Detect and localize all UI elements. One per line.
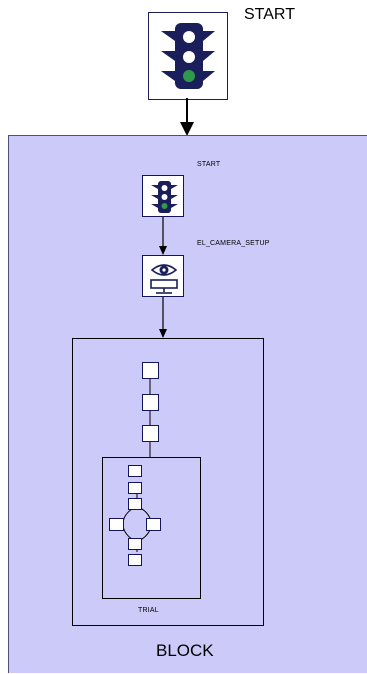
trial-node[interactable] — [128, 482, 142, 494]
trial-node[interactable] — [128, 465, 142, 477]
trial-inner-frame[interactable] — [102, 457, 201, 599]
camera-setup-label: EL_CAMERA_SETUP — [197, 240, 270, 247]
connector-arrow — [159, 217, 167, 255]
eye-camera-icon — [150, 264, 178, 294]
connector-arrow — [159, 297, 167, 338]
trial-step-node[interactable] — [142, 394, 159, 411]
trial-label: TRIAL — [138, 607, 159, 614]
block-start-label: START — [197, 161, 221, 168]
trial-step-connectors — [149, 379, 151, 457]
trial-outer-frame[interactable]: TRIAL — [72, 338, 264, 626]
block-start-node[interactable] — [142, 175, 184, 217]
trial-node[interactable] — [109, 518, 124, 531]
trial-node[interactable] — [128, 538, 142, 550]
camera-setup-node[interactable] — [142, 255, 184, 297]
block-panel[interactable]: START EL_CAMERA_SETUP — [8, 135, 367, 673]
traffic-light-icon — [151, 181, 178, 213]
trial-node[interactable] — [128, 554, 142, 566]
trial-node[interactable] — [128, 498, 142, 510]
trial-step-node[interactable] — [142, 362, 159, 379]
traffic-light-icon — [161, 23, 215, 89]
start-node-icon[interactable] — [148, 12, 228, 100]
trial-node[interactable] — [146, 518, 161, 531]
trial-step-node[interactable] — [142, 425, 159, 442]
block-label: BLOCK — [156, 641, 214, 660]
start-node-label: START — [244, 6, 295, 23]
